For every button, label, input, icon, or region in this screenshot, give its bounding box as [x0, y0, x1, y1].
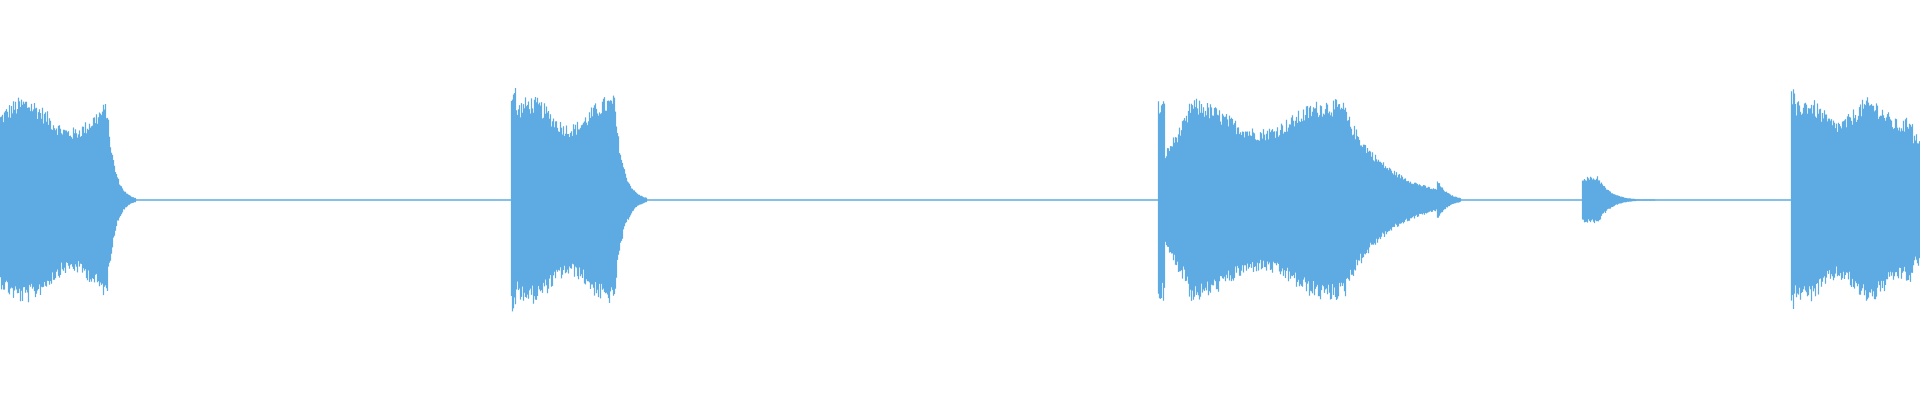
- waveform-segment-4: [1581, 176, 1656, 224]
- waveform-bars: [1790, 89, 1920, 309]
- waveform-segment-5: [1790, 89, 1920, 309]
- waveform-bars: [0, 97, 137, 303]
- waveform-bars: [1581, 176, 1656, 224]
- waveform-bars: [510, 88, 648, 312]
- waveform-segment-2: [510, 88, 648, 312]
- waveform-bars: [1157, 98, 1462, 301]
- waveform-segment-1: [0, 97, 137, 303]
- waveform-segment-3: [1157, 98, 1462, 301]
